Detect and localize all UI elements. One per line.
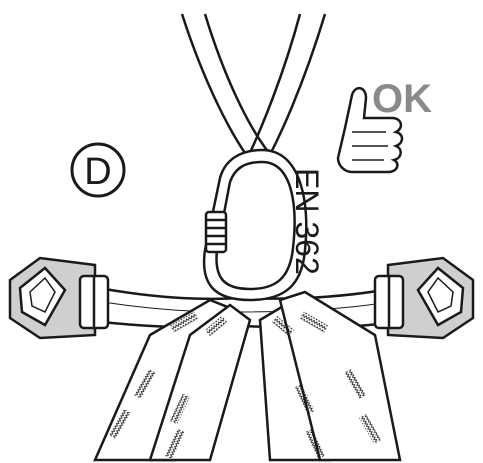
adjuster-buckle-icon [8, 256, 110, 340]
thumbs-up-icon [336, 87, 404, 174]
panel-letter: D [84, 151, 111, 193]
ok-label: OK [372, 77, 432, 121]
carabiner-icon [202, 148, 308, 302]
panel-letter-badge [70, 142, 126, 198]
adjuster-buckle-icon [373, 256, 475, 340]
strap-stitching [109, 311, 381, 460]
standard-label: EN 362 [289, 168, 325, 275]
